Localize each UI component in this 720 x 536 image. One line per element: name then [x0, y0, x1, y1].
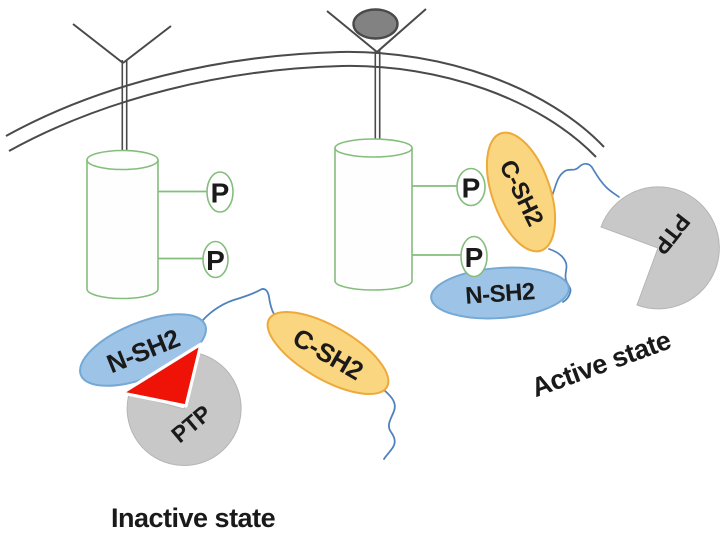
c-sh2-domain	[485, 131, 557, 253]
ptp-domain	[126, 352, 242, 466]
receptor-stem	[121, 60, 128, 160]
active-receptor: P P	[326, 8, 488, 291]
receptor-top-rim	[86, 149, 159, 171]
receptor-antenna-icon	[72, 23, 172, 64]
inactive-state-label: Inactive state	[111, 503, 276, 533]
membrane-outer-line	[5, 50, 605, 148]
cell-membrane	[5, 50, 605, 158]
linker-c-to-n	[548, 248, 572, 303]
receptor-antenna-icon	[326, 8, 427, 53]
phospho-site-circle	[202, 240, 229, 279]
membrane-inner-line	[8, 64, 597, 158]
ptp-domain	[600, 186, 720, 310]
active-shp2-complex: PTP C-SH2 N-SH2	[430, 131, 720, 320]
phospho-site-label: P	[211, 178, 230, 209]
phospho-site-circle	[456, 167, 486, 207]
n-sh2-label: N-SH2	[464, 278, 535, 310]
receptor-top-rim	[334, 138, 413, 158]
receptor-body	[334, 148, 413, 291]
phospho-site-label: P	[462, 173, 481, 204]
phospho-site-label: P	[206, 245, 225, 276]
active-state-label: Active state	[527, 325, 675, 403]
receptor-stem	[374, 50, 381, 150]
ligand	[352, 8, 399, 40]
linker-n-to-c	[202, 288, 275, 321]
n-sh2-domain	[430, 266, 570, 320]
inhibitory-wedge	[120, 342, 203, 408]
c-sh2-domain	[266, 310, 390, 396]
phospho-site-circle	[206, 171, 234, 213]
inactive-shp2-complex: PTP N-SH2 C-SH2	[79, 288, 396, 466]
phospho-site-label: P	[465, 242, 484, 273]
linker-c-to-ptp	[551, 163, 620, 198]
c-sh2-tail	[383, 389, 396, 460]
inactive-receptor: P P	[72, 23, 234, 300]
phospho-site-circle	[460, 235, 488, 278]
receptor-body	[86, 160, 159, 300]
